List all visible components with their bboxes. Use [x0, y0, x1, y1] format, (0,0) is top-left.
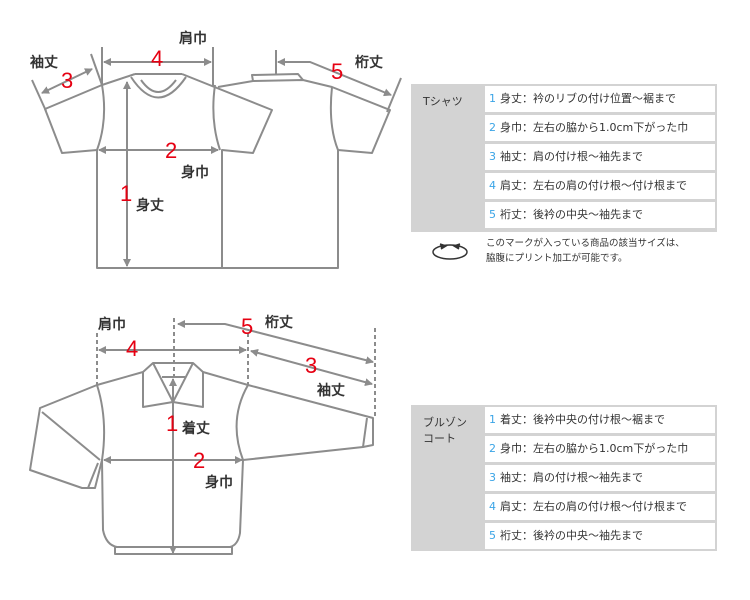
tshirt-size-table: Tシャツ 1 身丈：衿のリブの付け位置〜裾まで 2 身巾：左右の脇から1.0cm下が…	[411, 84, 717, 232]
label-yuki: 桁丈	[355, 55, 383, 71]
coat-size-table: ブルゾンコート 1 着丈：後衿中央の付け根〜裾まで 2 身巾：左右の脇から1.0cm…	[411, 405, 717, 551]
table-row: 4 肩丈：左右の肩の付け根〜付け根まで	[485, 173, 715, 199]
row-number: 4	[489, 179, 496, 192]
row-number: 3	[489, 150, 496, 163]
label-sleeve-length: 袖丈	[317, 383, 345, 399]
label-sleeve-length: 袖丈	[30, 55, 58, 71]
number-3: 3	[61, 68, 74, 93]
number-1: 1	[120, 181, 133, 206]
row-number: 5	[489, 208, 496, 221]
row-number: 1	[489, 413, 496, 426]
table-row: 3 袖丈：肩の付け根〜袖先まで	[485, 144, 715, 170]
table-row: 3 袖丈：肩の付け根〜袖先まで	[485, 465, 715, 491]
number-5: 5	[331, 59, 344, 84]
table-row: 1 身丈：衿のリブの付け位置〜裾まで	[485, 86, 715, 112]
note-line: このマークが入っている商品の該当サイズは、	[486, 238, 685, 249]
print-area-icon	[432, 243, 468, 260]
row-text: 袖丈：肩の付け根〜袖先まで	[500, 150, 643, 163]
print-note: このマークが入っている商品の該当サイズは、 脇腹にプリント加工が可能です。	[486, 236, 685, 266]
note-line: 脇腹にプリント加工が可能です。	[486, 253, 628, 264]
label-shoulder-width: 肩巾	[98, 317, 126, 333]
dimension-lines	[31, 47, 402, 554]
number-4: 4	[151, 46, 164, 71]
number-3: 3	[305, 353, 318, 378]
label-total-length: 着丈	[182, 421, 210, 437]
label-yuki: 桁丈	[265, 315, 293, 331]
row-text: 身巾：左右の脇から1.0cm下がった巾	[500, 121, 689, 134]
number-4: 4	[126, 336, 139, 361]
row-number: 5	[489, 529, 496, 542]
number-2: 2	[165, 138, 178, 163]
row-text: 裄丈：後衿の中央〜袖先まで	[500, 529, 643, 542]
table-row: 5 裄丈：後衿の中央〜袖先まで	[485, 523, 715, 549]
label-body-length: 身丈	[136, 198, 164, 214]
tshirt-front-outline	[44, 73, 273, 269]
row-text: 着丈：後衿中央の付け根〜裾まで	[500, 413, 665, 426]
table-row: 5 裄丈：後衿の中央〜袖先まで	[485, 202, 715, 228]
category-line: ブルゾン	[423, 416, 467, 429]
table-row: 4 肩丈：左右の肩の付け根〜付け根まで	[485, 494, 715, 520]
tshirt-back-outline	[217, 73, 391, 269]
number-2: 2	[193, 448, 206, 473]
label-body-width: 身巾	[181, 165, 209, 181]
row-text: 肩丈：左右の肩の付け根〜付け根まで	[500, 179, 687, 192]
table-category: Tシャツ	[423, 95, 463, 108]
table-row: 2 身巾：左右の脇から1.0cm下がった巾	[485, 115, 715, 141]
row-number: 2	[489, 442, 496, 455]
table-row: 1 着丈：後衿中央の付け根〜裾まで	[485, 407, 715, 433]
row-text: 肩丈：左右の肩の付け根〜付け根まで	[500, 500, 687, 513]
row-text: 身丈：衿のリブの付け位置〜裾まで	[500, 92, 676, 105]
row-text: 裄丈：後衿の中央〜袖先まで	[500, 208, 643, 221]
row-number: 3	[489, 471, 496, 484]
table-category: ブルゾンコート	[411, 405, 483, 447]
row-number: 2	[489, 121, 496, 134]
row-text: 身巾：左右の脇から1.0cm下がった巾	[500, 442, 689, 455]
label-body-width: 身巾	[205, 475, 233, 491]
number-5: 5	[241, 314, 254, 339]
row-number: 1	[489, 92, 496, 105]
label-shoulder-width: 肩巾	[179, 31, 207, 47]
category-line: コート	[423, 432, 456, 445]
table-row: 2 身巾：左右の脇から1.0cm下がった巾	[485, 436, 715, 462]
row-number: 4	[489, 500, 496, 513]
row-text: 袖丈：肩の付け根〜袖先まで	[500, 471, 643, 484]
number-1: 1	[166, 411, 179, 436]
